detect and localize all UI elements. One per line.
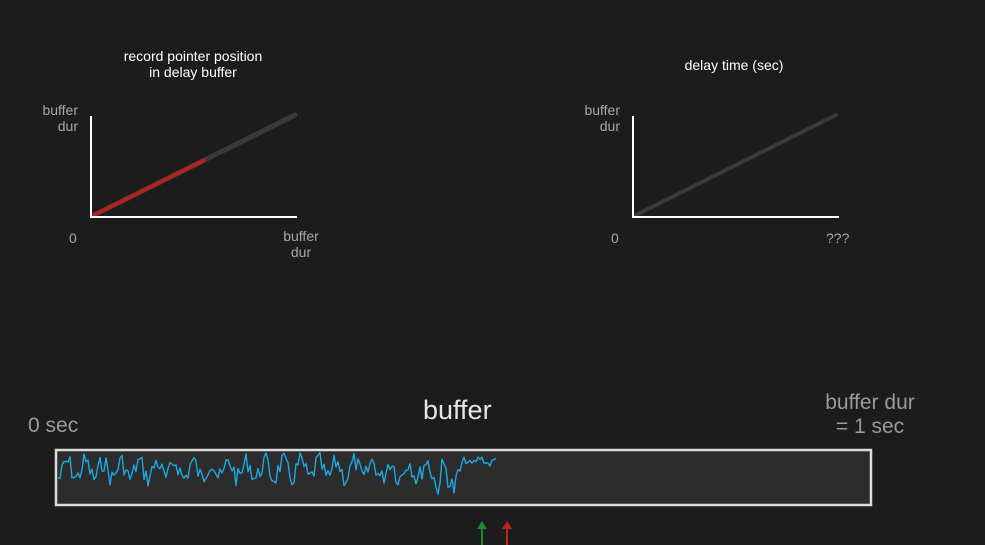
right-plot-trace	[632, 113, 838, 218]
right-plot-title: delay time (sec)	[684, 57, 784, 73]
right-x-axis-label: ???	[826, 230, 850, 246]
right-y-label-line1: buffer	[584, 102, 620, 118]
buffer-waveform	[58, 452, 497, 495]
left-x-label-line2: dur	[290, 244, 312, 260]
left-plot	[89, 112, 298, 219]
buffer-end-label-line2: = 1 sec	[835, 415, 905, 438]
left-plot-record-line	[90, 158, 206, 218]
buffer-end-label-line1: buffer dur	[825, 391, 915, 414]
buffer-end-label: buffer dur = 1 sec	[805, 391, 935, 439]
right-y-label-line2: dur	[599, 118, 620, 134]
pointer-arrows	[477, 521, 512, 545]
left-y-label-line2: dur	[57, 118, 78, 134]
left-plot-title-line1: record pointer position	[123, 48, 263, 64]
right-plot	[632, 113, 839, 218]
record-pointer-arrow	[502, 521, 512, 545]
left-y-axis-label: buffer dur	[28, 102, 78, 134]
left-origin-label: 0	[69, 230, 77, 246]
buffer-start-label: 0 sec	[28, 414, 79, 437]
left-y-label-line1: buffer	[42, 102, 78, 118]
left-plot-title: record pointer position in delay buffer	[93, 48, 293, 80]
left-x-axis-label: buffer dur	[276, 228, 326, 260]
buffer-title: buffer	[423, 395, 492, 425]
left-x-label-line1: buffer	[283, 228, 319, 244]
right-y-axis-label: buffer dur	[570, 102, 620, 134]
left-plot-title-line2: in delay buffer	[149, 64, 237, 80]
right-origin-label: 0	[611, 230, 619, 246]
buffer-view	[54, 448, 873, 507]
play-pointer-arrow	[477, 521, 487, 545]
